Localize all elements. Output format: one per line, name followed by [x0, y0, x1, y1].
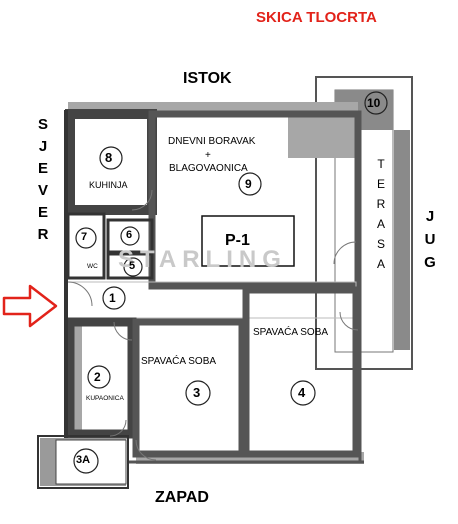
page-title: SKICA TLOCRTA [256, 9, 377, 26]
room-number-3a: 3A [76, 454, 91, 466]
circle-r3 [185, 380, 211, 406]
compass-north-label: SJEVER [37, 116, 49, 243]
circle-r2 [87, 365, 111, 389]
living-room-name-line2: + [205, 150, 211, 161]
wall-zone-living-right [288, 116, 358, 158]
room-number-6: 6 [126, 229, 133, 241]
door-3a [109, 419, 127, 437]
bathroom-name: KUPAONICA [86, 395, 124, 402]
room-number-7: 7 [81, 231, 88, 243]
living-room-name-line3: BLAGOVAONICA [169, 163, 248, 174]
floor-label: P-1 [225, 232, 250, 249]
circle-r6 [120, 226, 140, 246]
terrace-label: TERASA [376, 157, 386, 271]
door-entrance [67, 281, 93, 307]
bedroom-4-room [242, 286, 360, 458]
door-bathroom [113, 321, 133, 341]
room-number-9: 9 [245, 177, 252, 191]
wc-name: WC [87, 263, 98, 270]
kitchen-name: KUHINJA [89, 180, 128, 190]
compass-east-label: ISTOK [183, 70, 232, 87]
terrace-shade-right [394, 130, 410, 350]
circle-r5 [123, 257, 143, 277]
living-room-label-box [201, 215, 295, 267]
circle-r8 [99, 146, 123, 170]
circle-r7 [75, 227, 97, 249]
compass-south-label: JUG [424, 208, 436, 271]
watermark: STARLING [118, 246, 287, 273]
room-number-2: 2 [94, 370, 101, 384]
room-5-box [106, 252, 154, 280]
compass-west-label: ZAPAD [155, 489, 209, 506]
circle-r4 [290, 380, 316, 406]
room-3a-outline [37, 435, 129, 489]
living-room [148, 110, 362, 290]
room-number-3: 3 [193, 385, 201, 400]
terrace-outline [315, 76, 413, 370]
living-room-name-line1: DNEVNI BORAVAK [168, 136, 256, 147]
room-6-box [106, 218, 154, 254]
door-kitchen [131, 189, 153, 211]
circle-r3a [73, 448, 99, 474]
bedroom-4-name: SPAVAĆA SOBA [253, 327, 329, 338]
room-number-10: 10 [367, 96, 381, 110]
room-number-1: 1 [109, 291, 116, 305]
wc-room [66, 212, 106, 280]
door-living [333, 241, 357, 265]
room-number-5: 5 [129, 260, 136, 272]
room-number-8: 8 [105, 150, 113, 165]
circle-r9 [238, 172, 262, 196]
room-number-4: 4 [298, 385, 306, 400]
bedroom-3-room [132, 318, 246, 458]
entrance-arrow [2, 284, 58, 328]
door-bedroom-3 [135, 439, 157, 461]
circle-r1 [102, 286, 126, 310]
door-bedroom-4 [339, 311, 359, 331]
circle-r10 [364, 91, 388, 115]
bedroom-3-name: SPAVAĆA SOBA [141, 356, 217, 367]
bathroom-room [65, 317, 137, 439]
